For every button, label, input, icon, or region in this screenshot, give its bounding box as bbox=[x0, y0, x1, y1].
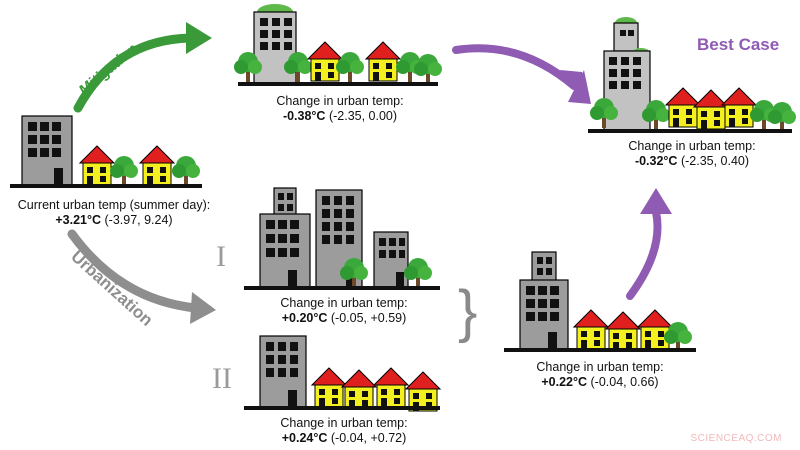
building bbox=[519, 251, 569, 351]
building bbox=[259, 187, 311, 289]
grouping-brace: } bbox=[458, 279, 478, 344]
current-building bbox=[21, 115, 73, 187]
caption-range: (-0.05, +0.59) bbox=[327, 311, 407, 325]
caption-label: Change in urban temp: bbox=[280, 296, 408, 310]
ground-line bbox=[588, 129, 792, 133]
mitigation-scene bbox=[234, 4, 442, 86]
top-purple-arrow bbox=[452, 44, 591, 104]
ground-line bbox=[238, 82, 438, 86]
caption-label: Current urban temp (summer day): bbox=[17, 198, 211, 212]
ground-line bbox=[244, 406, 440, 410]
caption-value: +0.22°C bbox=[541, 375, 588, 389]
urbanization-arrow bbox=[67, 229, 216, 324]
house bbox=[637, 309, 673, 350]
ground-line bbox=[244, 286, 440, 290]
ground-line bbox=[10, 184, 202, 188]
house bbox=[605, 311, 641, 352]
building bbox=[373, 231, 409, 289]
scenario-i-scene bbox=[244, 187, 440, 290]
house bbox=[373, 367, 409, 408]
best-case-scene bbox=[588, 17, 796, 133]
mitigation-label: Mitigation bbox=[76, 41, 141, 100]
caption-label: Change in urban temp: bbox=[536, 360, 664, 374]
scenario-ii-caption: Change in urban temp: +0.24°C (-0.04, +0… bbox=[244, 416, 444, 446]
house bbox=[365, 41, 401, 82]
caption-range: (-3.97, 9.24) bbox=[101, 213, 173, 227]
tree bbox=[110, 156, 138, 186]
caption-label: Change in urban temp: bbox=[276, 94, 404, 108]
caption-range: (-0.04, 0.66) bbox=[587, 375, 659, 389]
best-case-caption: Change in urban temp: -0.32°C (-2.35, 0.… bbox=[592, 139, 792, 169]
caption-value: -0.32°C bbox=[634, 154, 678, 168]
caption-value: +0.24°C bbox=[281, 431, 328, 445]
house bbox=[79, 145, 115, 186]
house bbox=[405, 371, 441, 412]
house bbox=[721, 87, 757, 128]
house bbox=[693, 89, 729, 130]
combined-scene bbox=[504, 251, 696, 352]
tree bbox=[172, 156, 200, 186]
current-caption: Current urban temp (summer day): +3.21°C… bbox=[4, 198, 224, 228]
best-case-label: Best Case bbox=[697, 35, 779, 54]
mitigation-arrow bbox=[73, 22, 212, 113]
right-purple-arrow bbox=[626, 188, 672, 300]
house bbox=[307, 41, 343, 82]
combined-caption: Change in urban temp: +0.22°C (-0.04, 0.… bbox=[500, 360, 700, 390]
caption-range: (-0.04, +0.72) bbox=[327, 431, 407, 445]
scenario-i-numeral: I bbox=[216, 240, 226, 273]
caption-value: +0.20°C bbox=[281, 311, 328, 325]
house bbox=[139, 145, 175, 186]
ground-line bbox=[504, 348, 696, 352]
caption-value: +3.21°C bbox=[55, 213, 102, 227]
building bbox=[259, 335, 307, 409]
scenario-i-caption: Change in urban temp: +0.20°C (-0.05, +0… bbox=[244, 296, 444, 326]
scenario-ii-scene bbox=[244, 335, 441, 412]
house bbox=[573, 309, 609, 350]
house bbox=[341, 369, 377, 410]
caption-value: -0.38°C bbox=[282, 109, 326, 123]
mitigation-caption: Change in urban temp: -0.38°C (-2.35, 0.… bbox=[240, 94, 440, 124]
caption-range: (-2.35, 0.40) bbox=[677, 154, 750, 168]
current-scene bbox=[10, 115, 202, 188]
watermark: SCIENCEAQ.COM bbox=[690, 433, 782, 444]
urbanization-label: Urbanization bbox=[67, 247, 156, 330]
scenario-ii-numeral: II bbox=[212, 362, 232, 395]
caption-label: Change in urban temp: bbox=[280, 416, 408, 430]
caption-label: Change in urban temp: bbox=[628, 139, 756, 153]
caption-range: (-2.35, 0.00) bbox=[325, 109, 398, 123]
